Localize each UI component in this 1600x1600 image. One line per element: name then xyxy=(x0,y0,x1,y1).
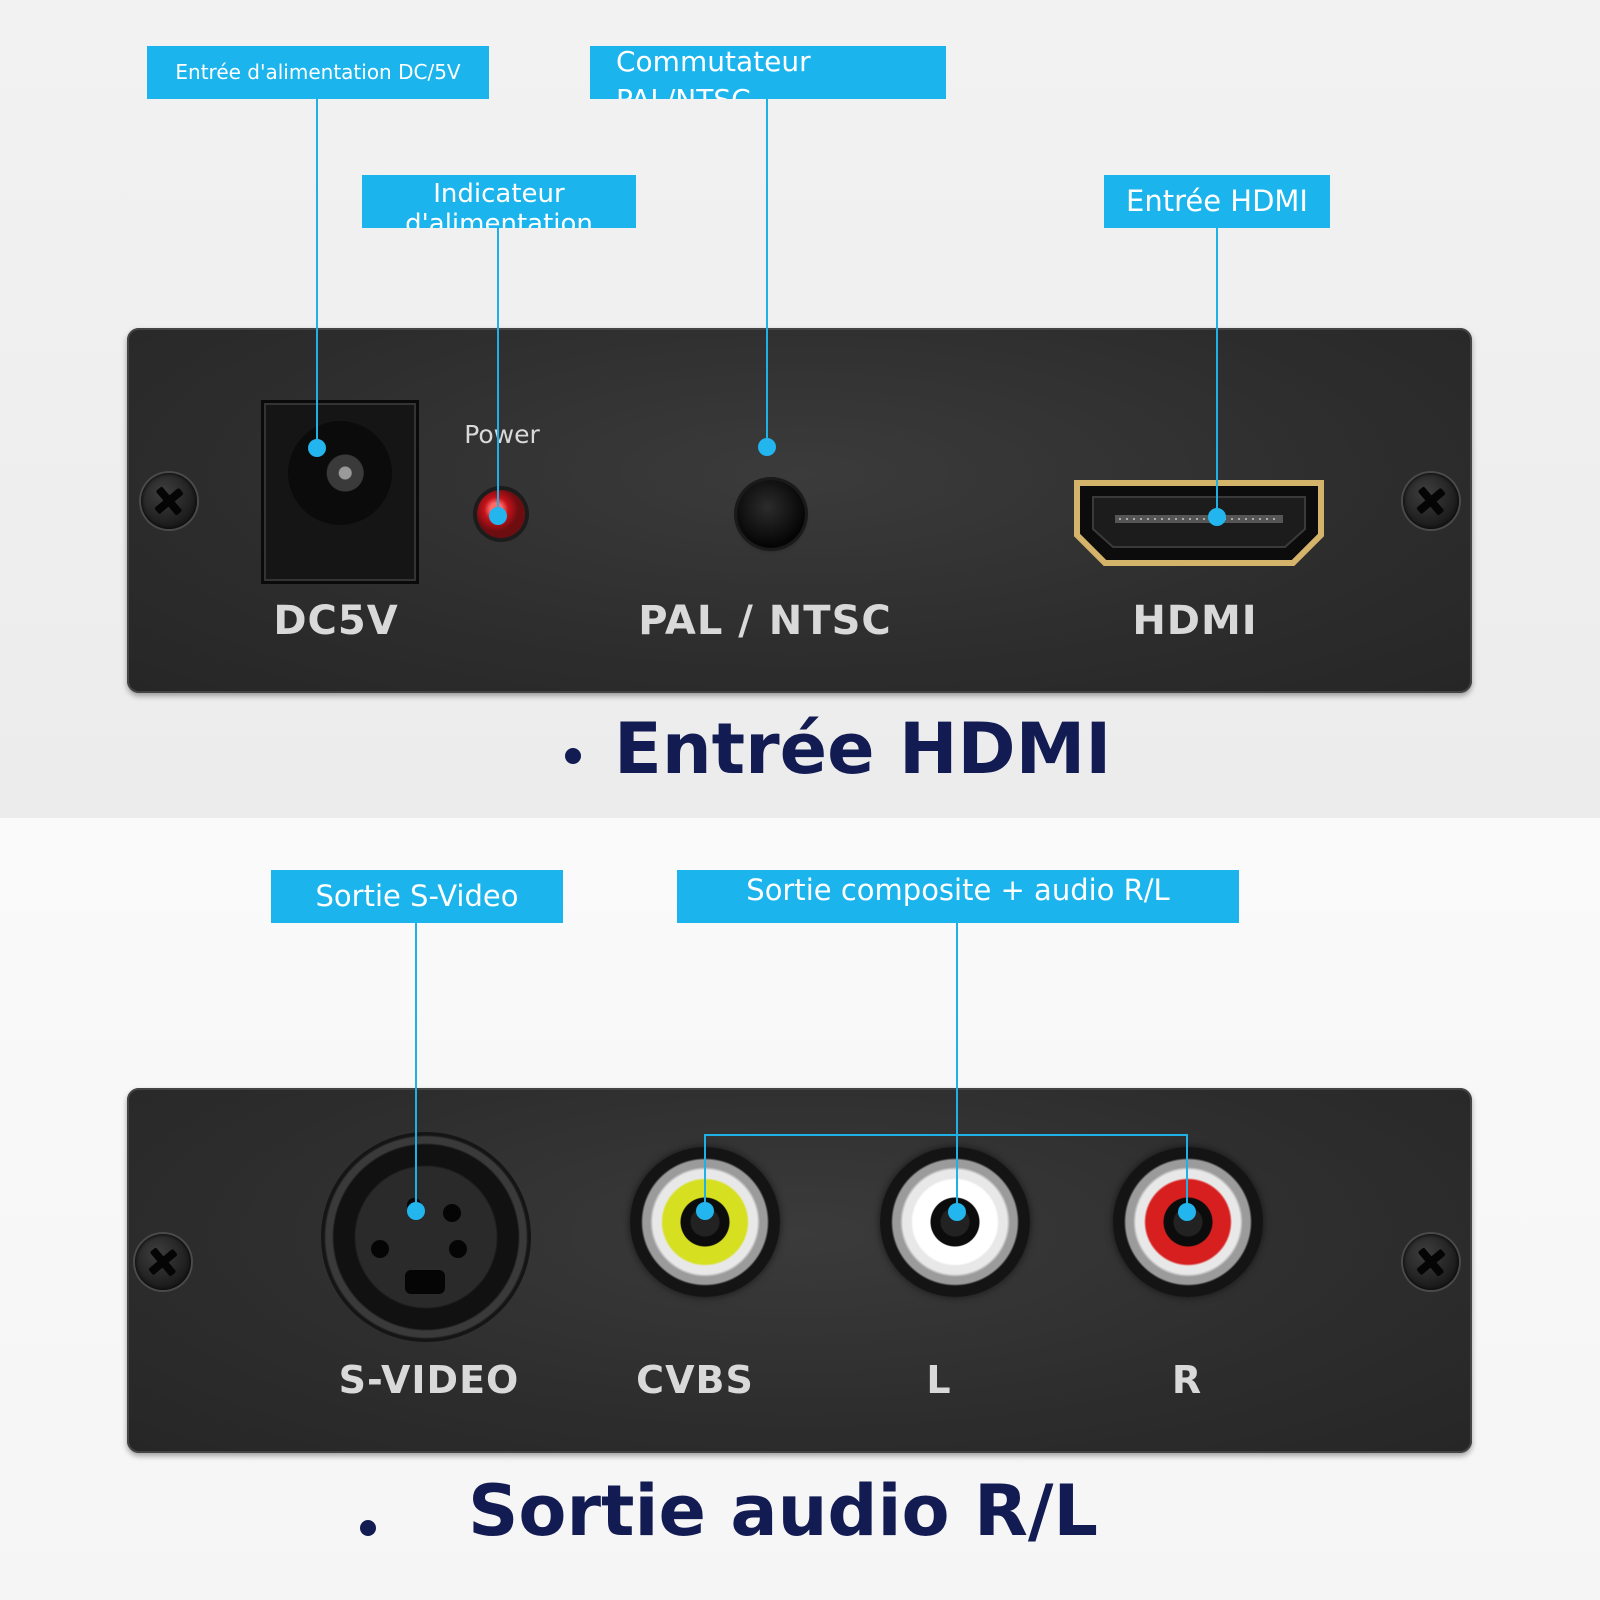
callout-svideo-output-text: Sortie S-Video xyxy=(315,878,519,913)
heading-bullet xyxy=(565,748,581,764)
pointer-dot xyxy=(308,439,326,457)
pointer-dot xyxy=(407,1202,425,1220)
section-heading-audio: Sortie audio R/L xyxy=(468,1470,1099,1552)
screw-icon xyxy=(1403,473,1459,529)
callout-pal-ntsc-switch-line2: PAL/NTSC xyxy=(616,83,751,99)
pointer-dot xyxy=(489,507,507,525)
leader-line xyxy=(1186,1134,1188,1212)
section-heading-hdmi: Entrée HDMI xyxy=(614,708,1112,790)
leader-line xyxy=(497,228,499,516)
pal-ntsc-switch-button[interactable] xyxy=(737,480,805,548)
converter-rear-panel: S-VIDEO CVBS L R xyxy=(127,1088,1472,1453)
svideo-pin xyxy=(443,1204,461,1222)
svideo-key xyxy=(405,1270,445,1294)
hdmi-label: HDMI xyxy=(1132,598,1258,644)
screw-icon xyxy=(135,1234,191,1290)
callout-svideo-output: Sortie S-Video xyxy=(271,870,563,923)
right-audio-label: R xyxy=(1171,1358,1203,1402)
callout-dc-input-text: Entrée d'alimentation DC/5V xyxy=(175,60,461,84)
dc-power-jack[interactable] xyxy=(261,400,419,584)
callout-composite-output: Sortie composite + audio R/L xyxy=(677,870,1239,923)
svideo-port[interactable] xyxy=(321,1132,531,1342)
callout-pal-ntsc-switch: Commutateur PAL/NTSC xyxy=(590,46,946,99)
pointer-dot xyxy=(1178,1203,1196,1221)
callout-pal-ntsc-switch-line1: Commutateur xyxy=(616,46,811,78)
leader-line xyxy=(704,1134,1188,1136)
callout-power-indicator-line2: d'alimentation xyxy=(405,208,593,228)
leader-line xyxy=(704,1134,706,1211)
leader-line xyxy=(415,923,417,1211)
pointer-dot xyxy=(1208,508,1226,526)
hdmi-port[interactable] xyxy=(1071,473,1327,573)
callout-power-indicator: Indicateur d'alimentation xyxy=(362,175,636,228)
screw-icon xyxy=(141,473,197,529)
pal-ntsc-label: PAL / NTSC xyxy=(638,598,892,644)
converter-front-panel: Power DC5V PAL / NTSC HDMI xyxy=(127,328,1472,693)
pointer-dot xyxy=(696,1202,714,1220)
callout-composite-output-text: Sortie composite + audio R/L xyxy=(746,873,1170,907)
heading-bullet xyxy=(360,1520,376,1536)
svideo-pin xyxy=(449,1240,467,1258)
dc5v-label: DC5V xyxy=(273,598,399,644)
callout-hdmi-input-text: Entrée HDMI xyxy=(1126,183,1308,218)
leader-line xyxy=(766,99,768,447)
audio-right-red-port[interactable] xyxy=(1113,1147,1263,1297)
pointer-dot xyxy=(948,1203,966,1221)
audio-left-white-port[interactable] xyxy=(880,1147,1030,1297)
pointer-dot xyxy=(758,438,776,456)
power-label: Power xyxy=(464,420,540,449)
callout-power-indicator-line1: Indicateur xyxy=(433,179,565,209)
svideo-pin xyxy=(371,1240,389,1258)
callout-hdmi-input: Entrée HDMI xyxy=(1104,175,1330,228)
callout-dc-input: Entrée d'alimentation DC/5V xyxy=(147,46,489,99)
leader-line xyxy=(956,923,958,1212)
dc-jack-socket xyxy=(288,421,392,525)
leader-line xyxy=(316,99,318,448)
left-audio-label: L xyxy=(926,1358,952,1402)
cvbs-label: CVBS xyxy=(636,1358,754,1402)
leader-line xyxy=(1216,228,1218,517)
screw-icon xyxy=(1403,1234,1459,1290)
svideo-label: S-VIDEO xyxy=(338,1358,520,1402)
